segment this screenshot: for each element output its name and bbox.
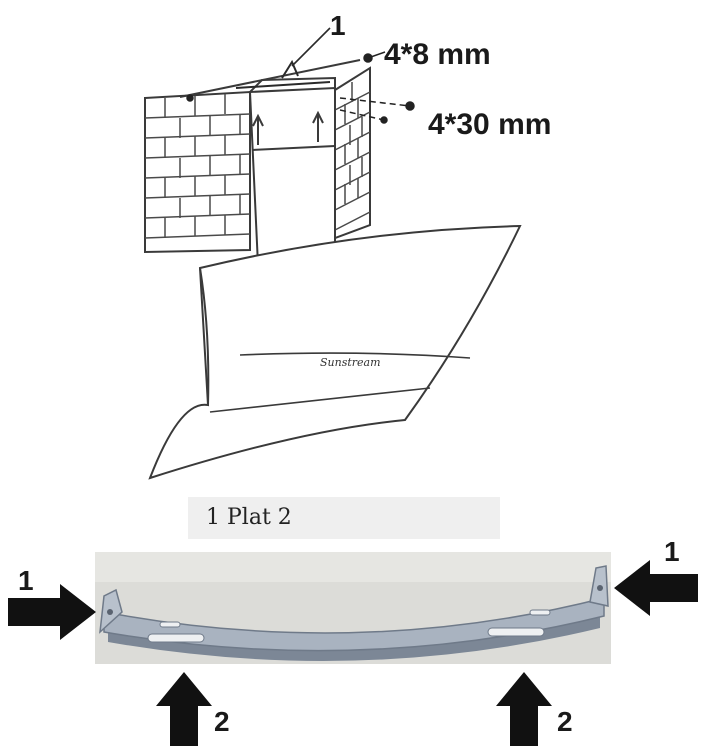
arrow-left-icon (614, 560, 698, 616)
brick-wall-left (144, 90, 251, 254)
brick-pattern-left (144, 94, 251, 239)
hood-canopy (148, 224, 522, 480)
pointer-arrows (8, 560, 698, 746)
bracket-slot (159, 621, 181, 628)
bracket-slot (529, 609, 551, 616)
hood-brand-text: Sunstream (320, 356, 381, 369)
arrow-label-1-right: 1 (664, 536, 680, 567)
ceiling-line (179, 59, 361, 98)
screw-size-label-large: 4*30 mm (428, 108, 552, 141)
arrow-up-icon (496, 672, 552, 746)
top-bracket (235, 27, 331, 89)
caption-box: 1 Plat 2 (188, 497, 500, 539)
arrow-label-2-right: 2 (557, 706, 573, 737)
arrow-label-2-left: 2 (214, 706, 230, 737)
wall-bracket (99, 565, 609, 661)
arrow-label-1-left: 1 (18, 565, 34, 596)
screw-size-label-small: 4*8 mm (384, 38, 491, 71)
arrow-right-icon (8, 584, 96, 640)
bracket-slot (147, 633, 205, 643)
caption-text: 1 Plat 2 (206, 505, 292, 530)
screw-icon (186, 94, 194, 102)
screw-icons (186, 51, 415, 124)
callout-label-1: 1 (330, 10, 346, 41)
hood-installation-drawing: Sunstream (144, 27, 522, 480)
brick-pattern-right (334, 82, 371, 231)
bracket-slot (487, 627, 545, 637)
arrow-up-icon (156, 672, 212, 746)
